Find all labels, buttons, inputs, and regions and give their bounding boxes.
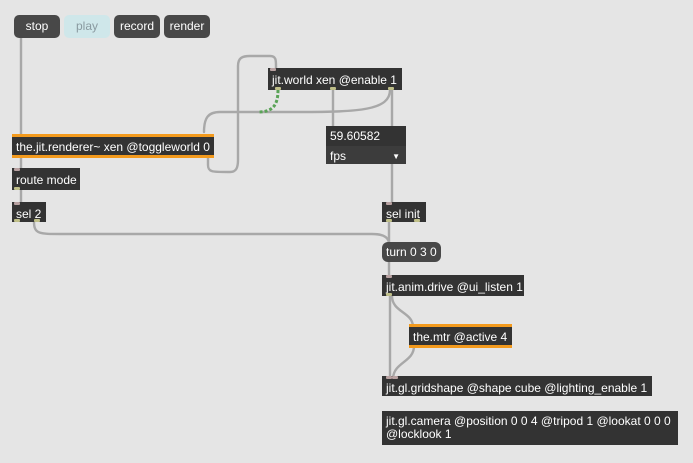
stop-label: stop [25,19,49,33]
jit-world-label: jit.world xen @enable 1 [272,73,397,87]
jit-anim-drive-object[interactable]: jit.anim.drive @ui_listen 1 [382,275,524,296]
fps-value: 59.60582 [330,129,381,143]
jit-gl-camera-label: jit.gl.camera @position 0 0 4 @tripod 1 … [386,414,671,441]
inlet[interactable] [392,376,398,379]
jit-gl-gridshape-label: jit.gl.gridshape @shape cube @lighting_e… [386,381,648,395]
inlet[interactable] [270,68,276,71]
sel-2-object[interactable]: sel 2 [12,202,46,222]
route-mode-object[interactable]: route mode [12,168,80,190]
play-label: play [75,19,98,33]
render-button[interactable]: render [164,15,210,38]
sel-init-object[interactable]: sel init [382,202,426,222]
jit-gl-gridshape-object[interactable]: jit.gl.gridshape @shape cube @lighting_e… [382,376,652,396]
inlet[interactable] [14,168,20,171]
inlet[interactable] [386,202,392,205]
outlet[interactable] [14,187,20,190]
fps-number-display[interactable]: 59.60582 [326,126,406,146]
turn-message[interactable]: turn 0 3 0 [382,242,441,262]
outlet[interactable] [386,293,392,296]
jit-renderer-label: the.jit.renderer~ xen @toggleworld 0 [16,140,210,154]
outlet[interactable] [388,87,394,90]
mtr-label: the.mtr @active 4 [413,330,508,344]
inlet[interactable] [386,376,392,379]
record-label: record [119,19,154,33]
stop-button[interactable]: stop [14,15,60,38]
render-label: render [169,19,205,33]
outlet[interactable] [34,219,40,222]
inlet[interactable] [386,275,392,278]
fps-menu[interactable]: fps ▼ [326,146,406,164]
jit-world-object[interactable]: jit.world xen @enable 1 [268,68,402,90]
outlet[interactable] [275,87,281,90]
route-mode-label: route mode [16,173,77,187]
play-button[interactable]: play [64,15,110,38]
cord-sel2-turn [32,220,391,246]
turn-label: turn 0 3 0 [386,245,437,259]
outlet[interactable] [330,87,336,90]
jit-renderer-object[interactable]: the.jit.renderer~ xen @toggleworld 0 [12,134,214,158]
sel-init-label: sel init [386,207,421,221]
sel-2-label: sel 2 [16,207,42,221]
record-button[interactable]: record [114,15,160,38]
jit-gl-camera-object[interactable]: jit.gl.camera @position 0 0 4 @tripod 1 … [382,411,678,445]
cord-anim-mtr [390,294,415,328]
cord-mtr-grid [391,344,416,380]
chevron-down-icon: ▼ [392,152,400,161]
mtr-object[interactable]: the.mtr @active 4 [409,324,512,348]
cord-renderer-world [206,54,278,174]
cord-world-renderer-signal [257,89,280,114]
jit-anim-drive-label: jit.anim.drive @ui_listen 1 [386,280,523,294]
outlet[interactable] [386,219,392,222]
outlet[interactable] [14,219,20,222]
cord-world-renderer [202,88,392,134]
fps-menu-value: fps [330,149,347,163]
inlet[interactable] [14,202,20,205]
outlet[interactable] [414,219,420,222]
